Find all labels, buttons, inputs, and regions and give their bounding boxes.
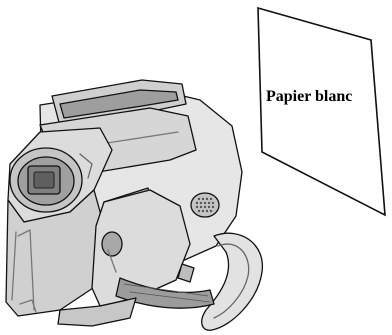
camcorder-illustration bbox=[6, 80, 262, 330]
white-paper-sheet: Papier blanc bbox=[258, 8, 385, 215]
speaker-grille bbox=[191, 193, 219, 217]
paper-label: Papier blanc bbox=[266, 88, 352, 105]
paper-face bbox=[258, 8, 385, 215]
